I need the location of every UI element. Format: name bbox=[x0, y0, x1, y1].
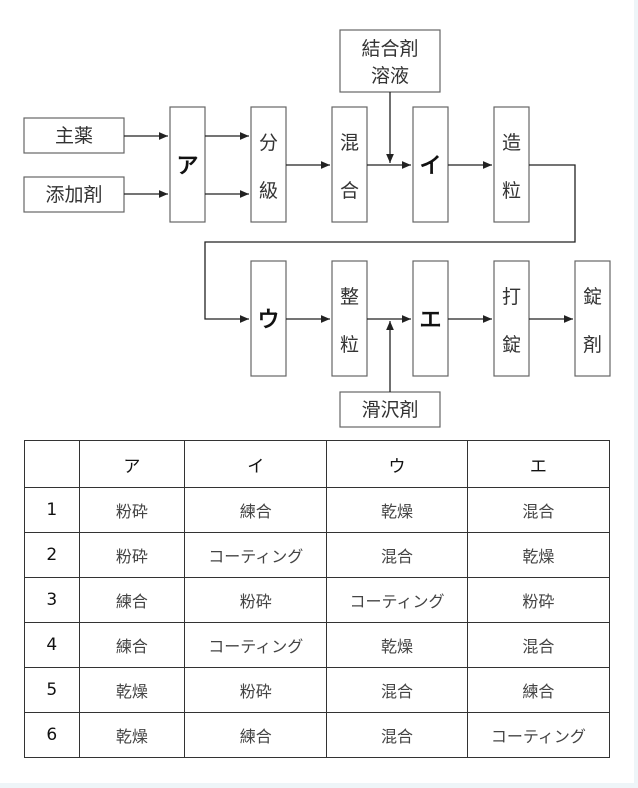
column-header: ウ bbox=[326, 440, 468, 488]
step-label: イ bbox=[419, 154, 441, 179]
svg-text:添加剤: 添加剤 bbox=[45, 184, 102, 206]
table-cell: 練合 bbox=[78, 577, 186, 623]
column-header bbox=[24, 440, 80, 488]
process-step: 分級 bbox=[250, 106, 287, 223]
table-cell: 粉砕 bbox=[78, 487, 186, 533]
table-cell: 乾燥 bbox=[326, 622, 468, 668]
process-step: 造粒 bbox=[493, 106, 530, 223]
binder-solution-box: 結合剤 溶液 bbox=[339, 29, 441, 93]
table-cell: 乾燥 bbox=[466, 532, 611, 578]
svg-text:溶液: 溶液 bbox=[371, 65, 409, 87]
table-cell: 粉砕 bbox=[184, 577, 328, 623]
step-label: ア bbox=[176, 154, 198, 179]
row-number: 6 bbox=[24, 712, 80, 758]
table-cell: 混合 bbox=[326, 532, 468, 578]
step-label: 造 bbox=[502, 132, 521, 154]
step-label: 打 bbox=[502, 286, 521, 308]
table-cell: コーティング bbox=[184, 622, 328, 668]
table-cell: 乾燥 bbox=[78, 712, 186, 758]
row-number: 1 bbox=[24, 487, 80, 533]
step-label: 級 bbox=[259, 180, 278, 202]
process-step: エ bbox=[412, 260, 449, 377]
table-cell: コーティング bbox=[326, 577, 468, 623]
table-cell: コーティング bbox=[184, 532, 328, 578]
table-cell: 混合 bbox=[466, 622, 611, 668]
table-cell: 混合 bbox=[326, 712, 468, 758]
step-label: 分 bbox=[259, 132, 278, 154]
table-cell: 練合 bbox=[184, 487, 328, 533]
connector-arrow bbox=[204, 164, 576, 323]
table-cell: コーティング bbox=[466, 712, 611, 758]
column-header: ア bbox=[78, 440, 186, 488]
table-cell: 練合 bbox=[184, 712, 328, 758]
table-cell: 乾燥 bbox=[326, 487, 468, 533]
step-label: 混 bbox=[340, 132, 359, 154]
table-cell: 混合 bbox=[326, 667, 468, 713]
row-number: 4 bbox=[24, 622, 80, 668]
row-number: 5 bbox=[24, 667, 80, 713]
process-step: 整粒 bbox=[331, 260, 368, 377]
process-step: 錠剤 bbox=[574, 260, 611, 377]
step-label: 粒 bbox=[340, 334, 359, 356]
svg-text:結合剤: 結合剤 bbox=[361, 38, 418, 60]
step-label: ウ bbox=[257, 308, 279, 333]
table-cell: 練合 bbox=[466, 667, 611, 713]
input-main-drug: 主薬 bbox=[23, 117, 125, 154]
step-label: 合 bbox=[340, 180, 359, 202]
table-cell: 粉砕 bbox=[78, 532, 186, 578]
step-label: 錠 bbox=[502, 334, 521, 356]
table-cell: 粉砕 bbox=[184, 667, 328, 713]
process-step: 混合 bbox=[331, 106, 368, 223]
step-label: エ bbox=[419, 308, 441, 333]
column-header: エ bbox=[466, 440, 611, 488]
column-header: イ bbox=[184, 440, 328, 488]
process-step: イ bbox=[412, 106, 449, 223]
step-label: 粒 bbox=[502, 180, 521, 202]
table-cell: 練合 bbox=[78, 622, 186, 668]
step-label: 錠 bbox=[583, 286, 602, 308]
svg-text:滑沢剤: 滑沢剤 bbox=[361, 399, 418, 421]
row-number: 2 bbox=[24, 532, 80, 578]
table-cell: 粉砕 bbox=[466, 577, 611, 623]
input-additive: 添加剤 bbox=[23, 176, 125, 213]
lubricant-box: 滑沢剤 bbox=[339, 391, 441, 428]
process-step: 打錠 bbox=[493, 260, 530, 377]
row-number: 3 bbox=[24, 577, 80, 623]
step-label: 整 bbox=[340, 286, 359, 308]
table-cell: 混合 bbox=[466, 487, 611, 533]
table-cell: 乾燥 bbox=[78, 667, 186, 713]
process-step: ウ bbox=[250, 260, 287, 377]
step-label: 剤 bbox=[583, 334, 602, 356]
process-step: ア bbox=[169, 106, 206, 223]
svg-text:主薬: 主薬 bbox=[55, 125, 93, 147]
